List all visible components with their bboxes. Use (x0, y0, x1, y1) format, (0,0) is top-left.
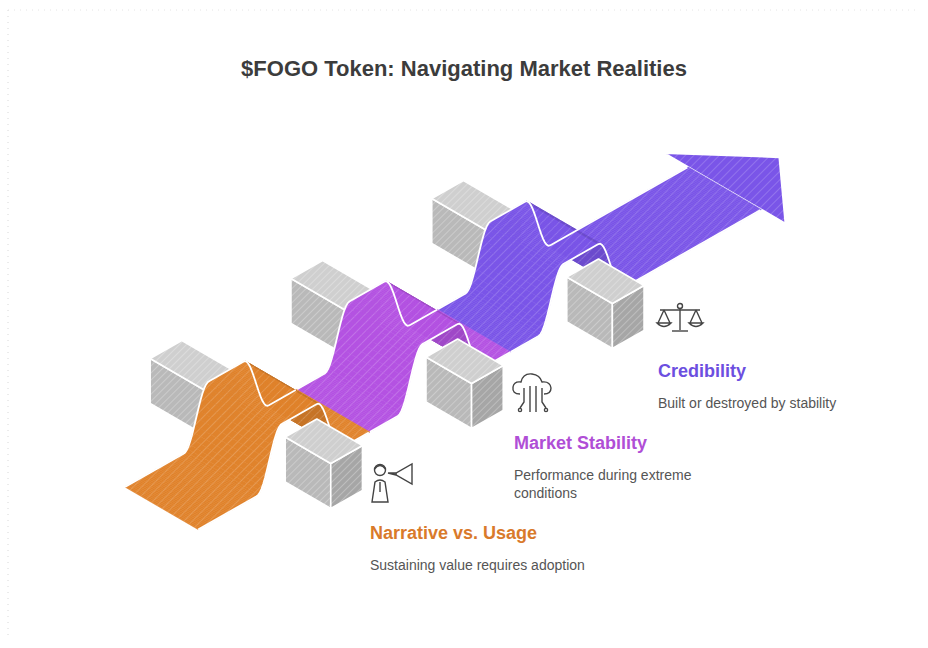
megaphone-icon (372, 464, 412, 502)
ribbon-edge (198, 404, 369, 530)
ribbon-segment (291, 261, 511, 433)
ribbon-band (133, 482, 208, 526)
diagram-title: $FOGO Token: Navigating Market Realities (0, 55, 928, 83)
ribbon-texture (126, 486, 201, 530)
gray-block (567, 259, 644, 304)
gray-block (285, 419, 362, 464)
dotted-border (8, 10, 920, 11)
dotted-border (8, 10, 9, 640)
gray-block-texture (285, 419, 362, 464)
ribbon-texture (125, 487, 199, 530)
ribbon-band (131, 483, 206, 527)
ribbon-band (136, 480, 211, 524)
cloud-icon (513, 374, 551, 412)
ribbon-segment (125, 341, 370, 530)
step-heading: Credibility (658, 360, 746, 383)
ribbon-texture (129, 484, 204, 528)
ribbon-texture (128, 485, 203, 529)
ribbon-texture (131, 483, 206, 527)
gray-block (426, 339, 503, 384)
ribbon-band (125, 487, 199, 530)
ribbon-band (128, 485, 203, 529)
ribbon-edge (437, 168, 687, 310)
ribbon-texture (135, 481, 210, 525)
ribbon-band (126, 486, 201, 530)
step-heading: Narrative vs. Usage (370, 522, 537, 545)
gray-block-texture (426, 339, 503, 384)
step-description: Sustaining value requires adoption (370, 557, 585, 575)
ribbon-edge (370, 324, 511, 432)
step-description: Performance during extreme conditions (514, 467, 714, 502)
gray-block-texture (567, 259, 644, 304)
ribbon-texture (136, 480, 211, 524)
step-heading: Market Stability (514, 432, 647, 455)
ribbon-band (135, 481, 210, 525)
isometric-ribbon (125, 153, 785, 530)
ribbon-edge (297, 281, 438, 389)
ribbon-edge (511, 210, 761, 352)
ribbon-segment (432, 153, 786, 352)
scales-icon (657, 304, 703, 332)
ribbon-edge (125, 361, 296, 487)
step-description: Built or destroyed by stability (658, 395, 836, 413)
ribbon-texture (133, 482, 208, 526)
ribbon-band (129, 484, 204, 528)
